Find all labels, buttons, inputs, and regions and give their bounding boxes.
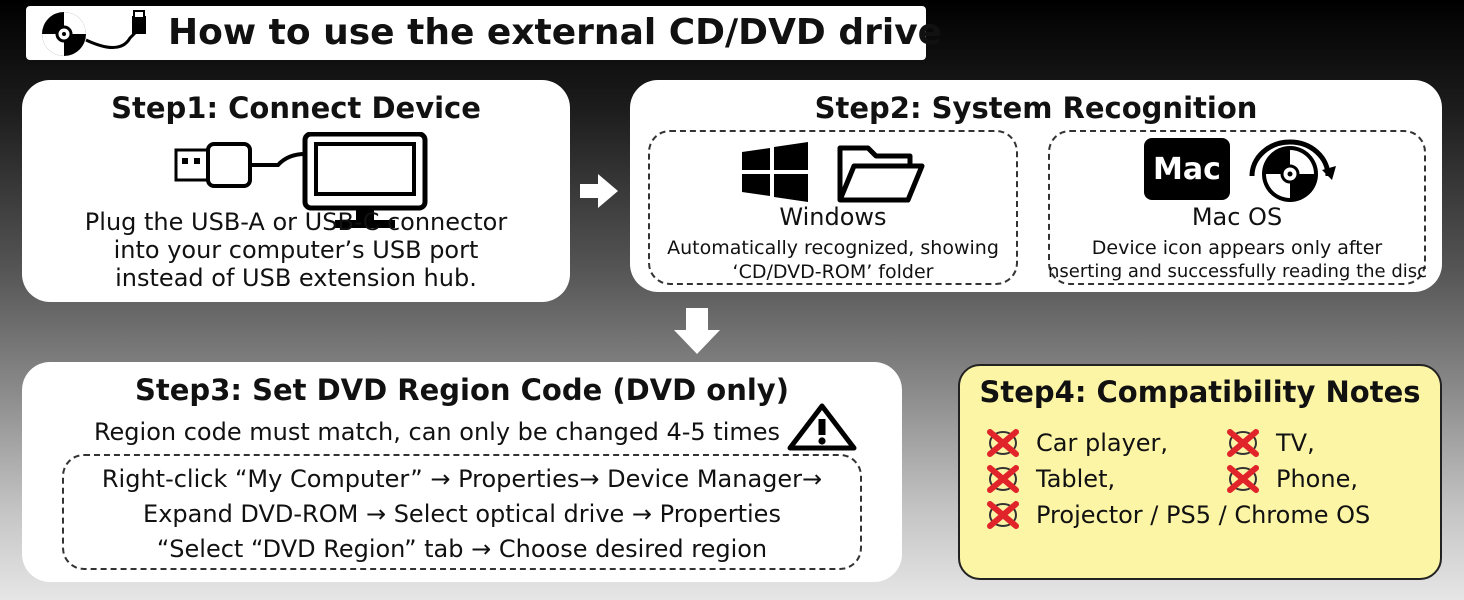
step3-card: Step3: Set DVD Region Code (DVD only) Re… [22,362,902,582]
folder-icon [837,145,925,203]
step3-line-2: Expand DVD-ROM → Select optical drive → … [143,500,781,528]
mac-line-2: nserting and successfully reading the di… [1048,261,1428,282]
step1-card: Step1: Connect Device Plug the USB-A or … [22,80,570,302]
step3-heading: Step3: Set DVD Region Code (DVD only) [135,373,789,407]
compat-item-tablet: Tablet, [1036,465,1116,493]
arrow-right-icon [580,174,618,208]
compat-item-phone: Phone, [1276,465,1358,493]
step3-instructions-panel [62,454,862,570]
device-x-icon [987,429,1019,457]
windows-label: Windows [779,203,887,231]
warning-icon [787,403,857,451]
step1-heading: Step1: Connect Device [111,91,481,125]
windows-logo-icon [742,142,808,202]
step3-line-3: “Select “DVD Region” tab → Choose desire… [156,535,768,563]
windows-line-1: Automatically recognized, showing [667,237,999,259]
step1-line-2: into your computer’s USB port [113,236,479,264]
page-title: How to use the external CD/DVD drive [168,12,943,53]
title-banner [26,6,926,60]
compat-item-projector: Projector / PS5 / Chrome OS [1036,501,1371,529]
arrow-down-icon [674,308,720,354]
device-x-icon [1227,465,1259,493]
mac-line-1: Device icon appears only after [1091,237,1383,259]
device-x-icon [987,501,1019,529]
disc-eject-icon [1249,139,1336,202]
mac-panel [1048,130,1426,285]
mac-label: Mac OS [1191,203,1283,231]
step2-heading: Step2: System Recognition [814,91,1258,125]
step4-heading: Step4: Compatibility Notes [979,375,1421,409]
step1-line-3: instead of USB extension hub. [115,264,477,292]
step4-card: Step4: Compatibility Notes Car player, T… [958,364,1442,580]
step1-line-1: Plug the USB-A or USB-C connector [84,208,508,236]
compat-item-car: Car player, [1036,429,1169,457]
cd-usb-icon [42,10,146,56]
windows-panel [648,130,1018,285]
usb-to-computer-icon [174,132,428,228]
step2-card: Step2: System Recognition Windows Automa… [630,80,1442,292]
step3-warning-text: Region code must match, can only be chan… [93,418,781,446]
device-x-icon [987,465,1019,493]
device-x-icon [1227,429,1259,457]
windows-line-2: ‘CD/DVD-ROM’ folder [732,261,934,283]
compat-item-tv: TV, [1276,429,1315,457]
mac-badge: Mac [1144,138,1230,200]
step3-line-1: Right-click “My Computer” → Properties→ … [101,465,823,493]
